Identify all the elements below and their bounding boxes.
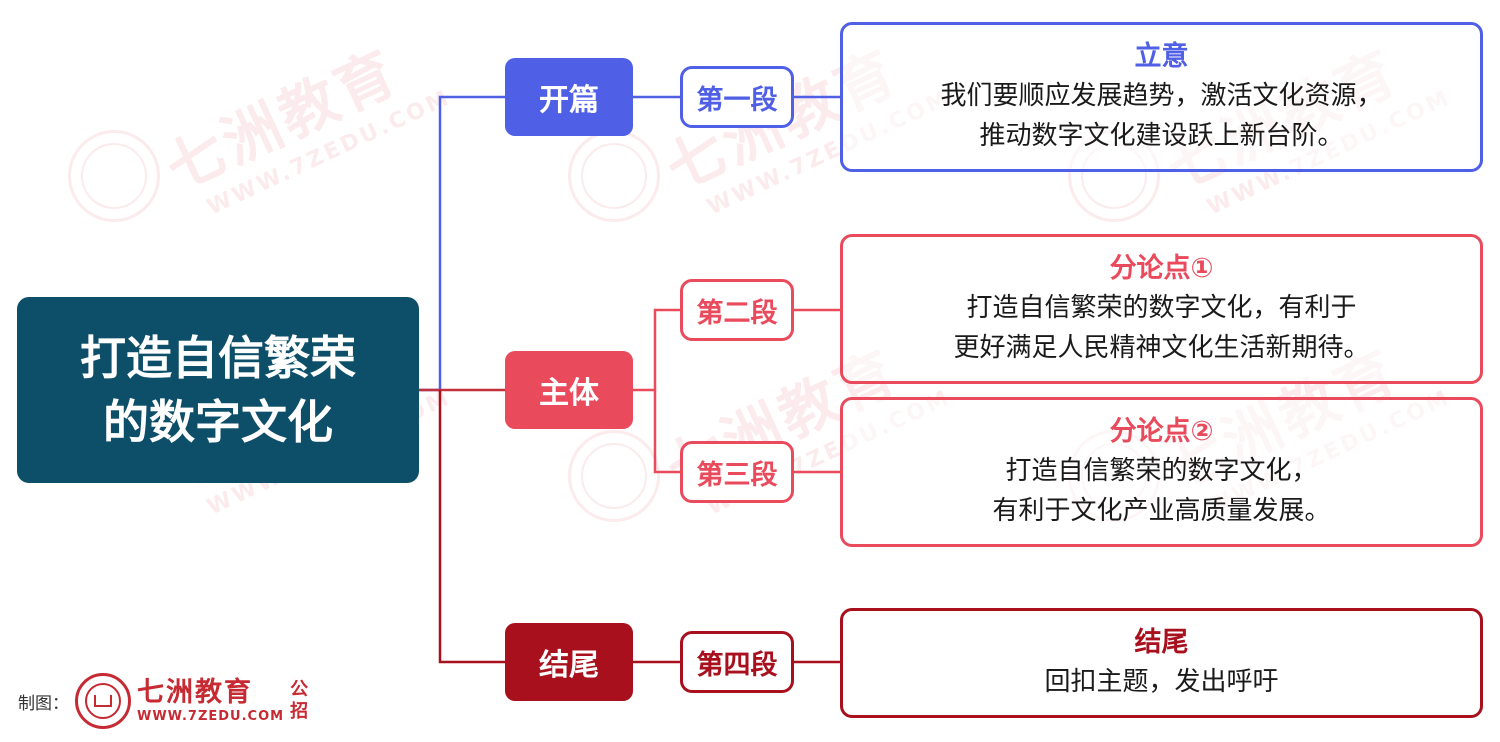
- paragraph-3: 第三段: [680, 441, 794, 503]
- brand-tag-1: 公: [290, 679, 309, 700]
- card-ending-title: 结尾: [1134, 627, 1189, 658]
- section-opening: 开篇: [505, 58, 633, 136]
- root-title-line1: 打造自信繁荣: [80, 331, 356, 385]
- connector-body-p3: [653, 390, 680, 474]
- paragraph-4: 第四段: [680, 631, 794, 693]
- card-point-2-title: 分论点②: [1109, 416, 1214, 447]
- card-thesis: 立意 我们要顺应发展趋势，激活文化资源， 推动数字文化建设跃上新台阶。: [840, 22, 1483, 172]
- connector-root-ending: [438, 390, 505, 664]
- paragraph-4-label: 第四段: [696, 649, 778, 681]
- card-point-2-line1: 打造自信繁荣的数字文化，: [1005, 456, 1318, 486]
- paragraph-3-label: 第三段: [696, 459, 778, 491]
- card-thesis-line2: 推动数字文化建设跃上新台阶。: [979, 121, 1344, 151]
- brand-logo: 七洲教育 WWW.7ZEDU.COM: [137, 677, 284, 725]
- card-ending: 结尾 回扣主题，发出呼吁: [840, 608, 1483, 718]
- section-ending: 结尾: [505, 623, 633, 701]
- root-title-line2: 的数字文化: [103, 395, 333, 449]
- card-ending-line1: 回扣主题，发出呼吁: [1044, 667, 1279, 697]
- card-thesis-title: 立意: [1134, 41, 1189, 72]
- paragraph-2: 第二段: [680, 279, 794, 341]
- footer-label: 制图：: [18, 693, 69, 714]
- section-body: 主体: [505, 351, 633, 429]
- card-thesis-line1: 我们要顺应发展趋势，激活文化资源，: [940, 81, 1383, 111]
- brand-tag-2: 招: [290, 701, 309, 722]
- connector-root-opening: [419, 95, 505, 392]
- paragraph-1-label: 第一段: [696, 84, 778, 116]
- brand-url: WWW.7ZEDU.COM: [137, 709, 285, 724]
- section-body-label: 主体: [539, 376, 599, 411]
- card-point-1-line1: 打造自信繁荣的数字文化，有利于: [966, 293, 1357, 323]
- section-opening-label: 开篇: [539, 83, 599, 118]
- card-point-1-line2: 更好满足人民精神文化生活新期待。: [953, 333, 1370, 363]
- card-point-1: 分论点① 打造自信繁荣的数字文化，有利于 更好满足人民精神文化生活新期待。: [840, 234, 1483, 384]
- brand-tag: 公 招: [290, 679, 308, 723]
- root-node: 打造自信繁荣 的数字文化: [17, 297, 419, 483]
- brand-seal-icon: [75, 673, 131, 729]
- card-point-2: 分论点② 打造自信繁荣的数字文化， 有利于文化产业高质量发展。: [840, 397, 1483, 547]
- section-ending-label: 结尾: [539, 648, 599, 683]
- card-point-2-line2: 有利于文化产业高质量发展。: [992, 496, 1331, 526]
- paragraph-2-label: 第二段: [696, 297, 778, 329]
- brand-name: 七洲教育: [137, 677, 253, 708]
- connector-body-p2: [633, 308, 680, 392]
- paragraph-1: 第一段: [680, 66, 794, 128]
- card-point-1-title: 分论点①: [1109, 253, 1214, 284]
- footer-credit: 制图： 七洲教育 WWW.7ZEDU.COM 公 招: [18, 670, 308, 732]
